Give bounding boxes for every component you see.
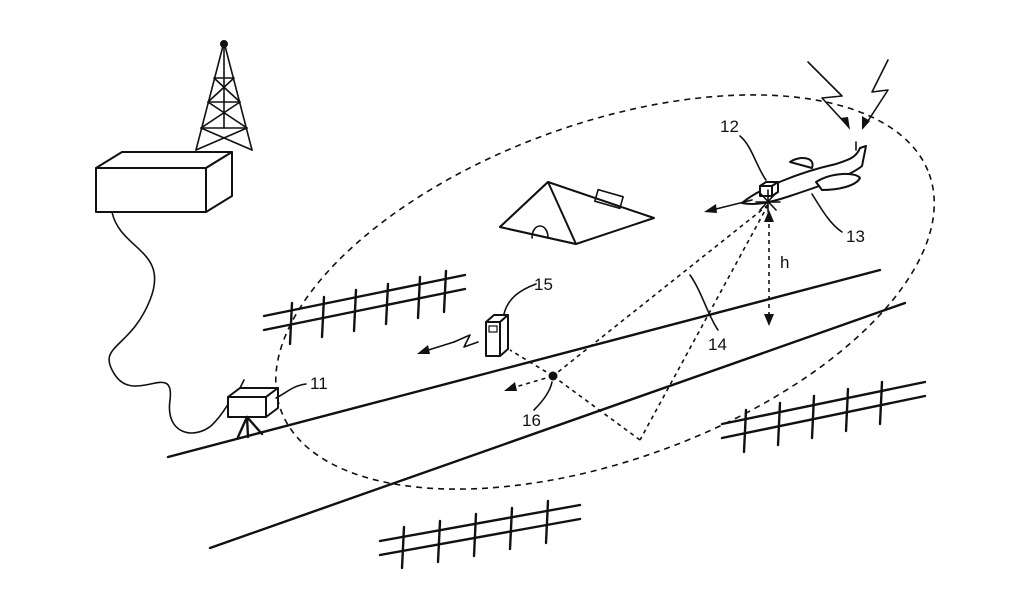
label-13: 13: [846, 227, 865, 246]
aircraft-direction-arrow: [704, 199, 753, 213]
ground-line-to-transmitter: [509, 349, 554, 377]
base-station-box: [95, 151, 233, 213]
signal-projection-line: [639, 204, 769, 441]
emission-point-icon: [755, 189, 781, 213]
connection-cable: [108, 211, 233, 434]
label-12: 12: [720, 117, 739, 136]
fence-upper-left: [262, 269, 467, 346]
height-indicator: [764, 210, 774, 326]
lightning-icon: [807, 59, 889, 130]
runway-edge-upper: [166, 268, 882, 459]
label-h: h: [780, 253, 789, 272]
leader-14: [689, 274, 719, 331]
coverage-area-ellipse: [274, 94, 936, 490]
leader-13: [811, 193, 843, 233]
transmitter-signal-arrow: [417, 334, 479, 354]
signal-line: [552, 204, 769, 377]
label-14: 14: [708, 335, 727, 354]
building-icon: [499, 181, 655, 245]
ground-unit-icon: [227, 379, 279, 439]
leader-12: [739, 135, 767, 181]
ground-projection-line: [552, 375, 641, 441]
runway-edge-lower: [208, 301, 907, 550]
ground-point-marker: [548, 371, 558, 381]
label-15: 15: [534, 275, 553, 294]
fence-right: [720, 380, 927, 454]
label-16: 16: [522, 411, 541, 430]
leader-15: [503, 283, 537, 315]
transmitter-icon: [485, 314, 509, 357]
fence-bottom: [378, 499, 582, 570]
leader-16: [533, 381, 553, 411]
radio-tower-icon: [195, 40, 253, 151]
leader-11: [275, 383, 307, 399]
onboard-unit-icon: [759, 181, 779, 197]
label-11: 11: [310, 374, 328, 393]
ground-direction-arrow: [504, 375, 554, 391]
